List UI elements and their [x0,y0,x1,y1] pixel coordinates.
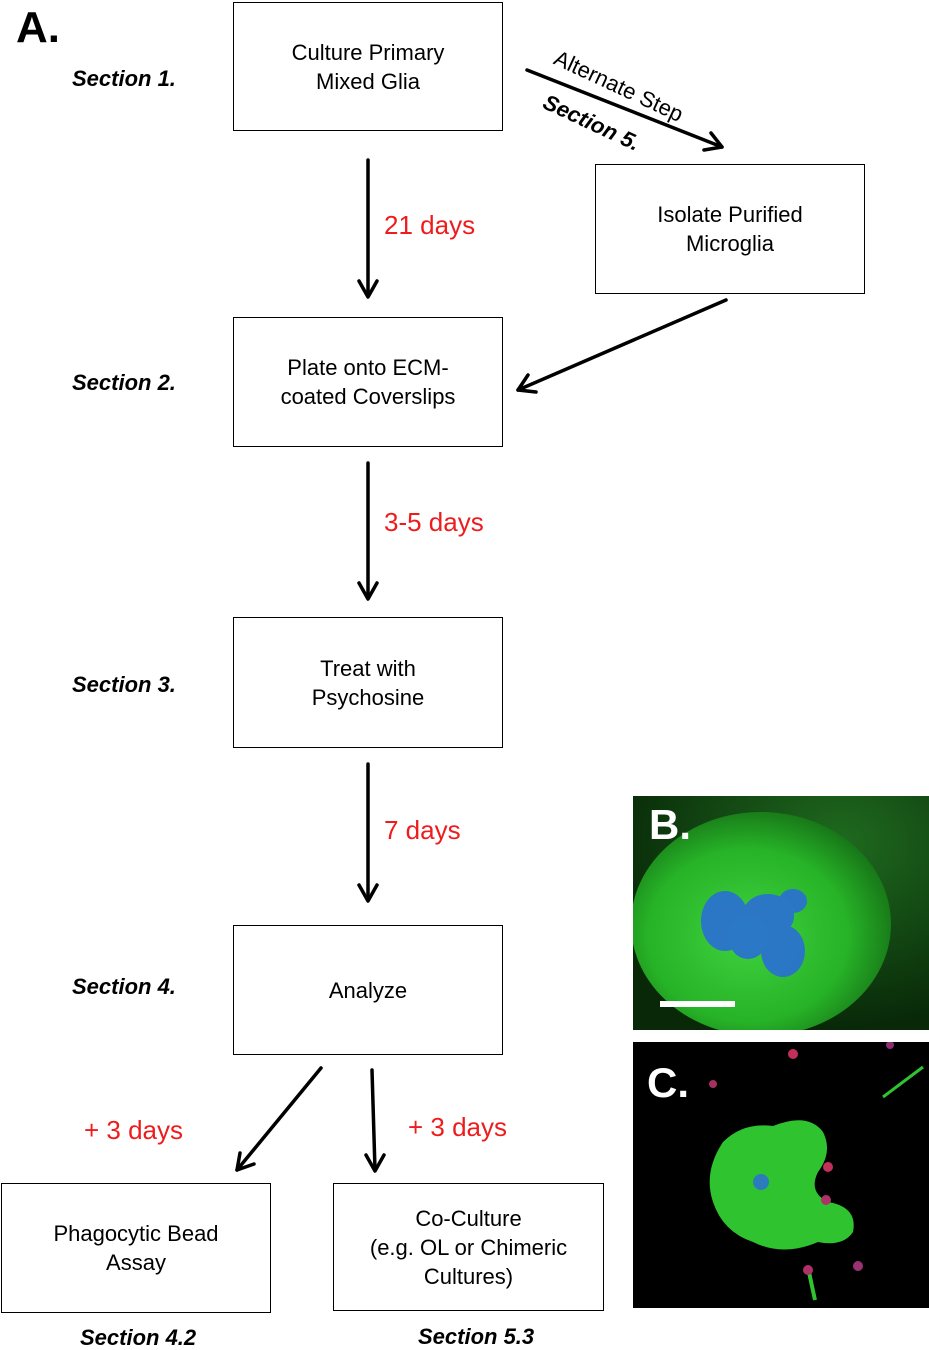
arrow-analyze-to-coculture [370,1068,377,1172]
analyze-text: Analyze [328,977,408,1003]
culture-mixed-glia-box: Culture Primary Mixed Glia [233,2,503,131]
analyze-box: Analyze [233,925,503,1055]
section-4-label: Section 4. [72,974,176,999]
duration-21-days: 21 days [384,210,476,240]
microglia-cell-spread [709,1120,854,1250]
duration-7-days: 7 days [384,815,461,845]
scale-bar [660,1001,735,1007]
isolate-microglia-box: Isolate Purified Microglia [595,164,865,294]
duration-3-5-days: 3-5 days [384,507,484,537]
phagocytic-assay-text: Phagocytic Bead Assay [53,1221,219,1275]
arrow-analyze-to-phagocytic [235,1066,323,1172]
arrowhead-plate-to-treat [357,581,379,601]
section-1-label: Section 1. [72,66,176,91]
micrograph-c-image [709,1042,924,1301]
cell-process [882,1065,924,1099]
arrow-culture-to-isolate [525,68,724,149]
arrowhead-analyze-to-coculture [364,1153,386,1173]
section-4-2-label: Section 4.2 [80,1325,197,1350]
panel-label-b: B. [649,801,691,848]
micrograph-b-image [633,796,929,1030]
section-3-label: Section 3. [72,672,176,697]
arrowhead-analyze-to-phagocytic [235,1151,256,1172]
arrowhead-culture-to-isolate [702,131,724,152]
culture-mixed-glia-text: Culture Primary Mixed Glia [291,39,445,94]
nucleus-blue [753,1174,769,1190]
isolate-microglia-text: Isolate Purified Microglia [657,202,803,256]
section-5-3-label: Section 5.3 [418,1324,535,1349]
nuclei-red [709,1042,894,1275]
duration-plus-3-days-left: + 3 days [84,1115,184,1145]
nucleus-blue [701,889,807,977]
phagocytic-assay-box: Phagocytic Bead Assay [1,1183,271,1313]
arrowhead-culture-to-plate [357,279,379,299]
treat-psychosine-box: Treat with Psychosine [233,617,503,748]
micrograph-c: C. [633,1042,929,1308]
duration-plus-3-days-right: + 3 days [408,1112,508,1142]
treat-psychosine-text: Treat with Psychosine [311,655,425,710]
co-culture-text: Co-Culture (e.g. OL or Chimeric Cultures… [369,1205,568,1289]
arrowhead-isolate-to-plate [516,373,538,394]
arrow-isolate-to-plate [516,298,728,392]
micrograph-b: B. [633,796,929,1030]
arrowhead-treat-to-analyze [357,883,379,903]
panel-label-a: A. [16,3,60,52]
co-culture-box: Co-Culture (e.g. OL or Chimeric Cultures… [333,1183,604,1311]
plate-coverslips-box: Plate onto ECM- coated Coverslips [233,317,503,447]
section-2-label: Section 2. [72,370,176,395]
panel-label-c: C. [647,1059,689,1106]
plate-coverslips-text: Plate onto ECM- coated Coverslips [280,355,456,409]
